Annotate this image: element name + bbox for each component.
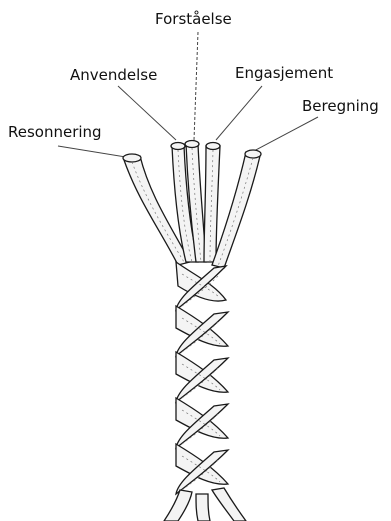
label-resonnering: Resonnering — [8, 125, 102, 140]
rope-strands — [123, 141, 261, 269]
label-anvendelse: Anvendelse — [70, 68, 157, 83]
strand-end-beregning — [245, 150, 261, 158]
strand-end-anvendelse — [171, 143, 185, 150]
leader-line-engasjement — [216, 86, 262, 140]
strand-engasjement — [204, 146, 220, 262]
leader-line-forstaelse — [194, 32, 198, 140]
fray-end — [196, 494, 210, 521]
fray-end — [212, 488, 246, 521]
strand-end-forstaelse — [185, 141, 199, 148]
braided-rope — [164, 262, 246, 521]
fray-end — [164, 490, 192, 521]
label-forstaelse: Forståelse — [155, 12, 232, 27]
leader-line-anvendelse — [118, 86, 176, 140]
leader-line-beregning — [252, 117, 318, 152]
strand-end-resonnering — [123, 154, 141, 162]
strand-end-engasjement — [206, 143, 220, 150]
leader-line-resonnering — [58, 146, 132, 158]
label-engasjement: Engasjement — [235, 66, 333, 81]
label-beregning: Beregning — [302, 99, 379, 114]
